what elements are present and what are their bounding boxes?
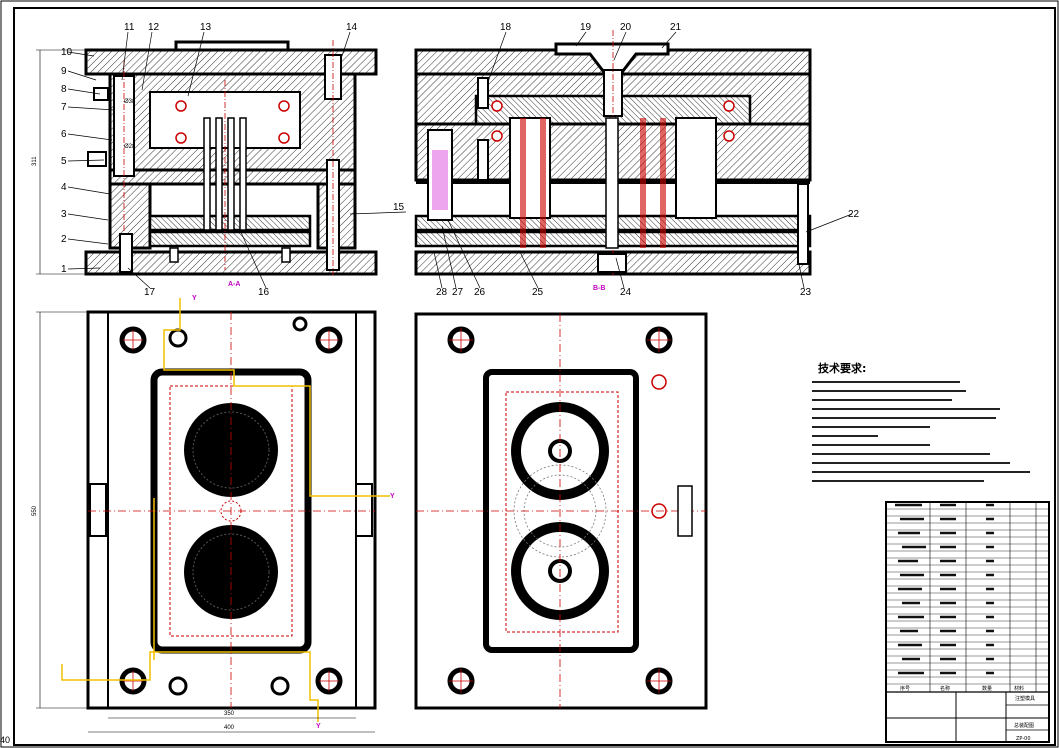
tb-drawing-sub: 总装配图 [1014,722,1034,729]
part-label-8: 8 [61,84,67,95]
part-label-18: 18 [500,22,512,33]
part-label-1: 1 [61,264,67,275]
part-label-4: 4 [61,182,67,193]
section-mark-left: A-A [228,281,240,288]
part-label-23: 23 [800,287,812,298]
part-label-25: 25 [532,287,544,298]
part-label-5: 5 [61,156,67,167]
part-label-3: 3 [61,209,67,220]
part-label-16: 16 [258,287,270,298]
dim-height-left: 311 [32,156,38,166]
part-label-26: 26 [474,287,486,298]
tb-header-qty: 数量 [982,685,992,692]
tb-header-material: 材料 [1014,685,1024,692]
tb-drawing-title: 注塑模具 [1015,695,1035,702]
part-label-20: 20 [620,22,632,33]
part-label-9: 9 [61,66,67,77]
left-section-view: Ø38 Ø28 [36,31,407,289]
part-label-11: 11 [124,22,135,33]
plan-marker-bottom: Y [316,723,321,730]
dim-width-inner: 350 [224,711,235,717]
inner-border [13,7,1056,746]
part-label-6: 6 [61,129,67,140]
part-label-10: 10 [61,47,73,58]
tb-header-index: 序号 [900,685,910,692]
part-label-17: 17 [144,287,156,298]
right-plan-view [414,312,708,710]
part-label-28: 28 [436,287,448,298]
part-label-19: 19 [580,22,592,33]
part-label-12: 12 [148,22,160,33]
part-label-7: 7 [61,102,67,113]
part-label-14: 14 [346,22,358,33]
part-label-22: 22 [848,209,860,220]
title-block: 序号 名称 数量 材料 注塑模具 总装配图 ZP-00 [885,501,1050,743]
right-section-view [414,30,853,289]
part-label-27: 27 [452,287,464,298]
dim-height-plan: 550 [32,505,38,516]
part-label-21: 21 [670,22,682,33]
plan-marker-top: Y [192,295,197,302]
tb-header-name: 名称 [940,685,950,692]
part-label-15: 15 [393,202,405,213]
part-number-labels: 1 2 3 4 5 6 7 8 9 10 11 12 13 14 15 16 1… [61,22,860,298]
corner-text: 40 [0,735,11,745]
technical-requirements: 技术要求: [812,361,1030,482]
tech-req-title: 技术要求: [818,361,866,375]
dim-width-outer: 400 [224,725,235,731]
dim-bore-1: Ø38 [124,99,136,105]
tb-drawing-no: ZP-00 [1016,736,1031,742]
part-label-2: 2 [61,234,67,245]
part-label-13: 13 [200,22,212,33]
dim-bore-2: Ø28 [124,144,136,150]
part-label-24: 24 [620,287,632,298]
left-plan-view [36,298,390,733]
plan-marker-right: Y [390,493,395,500]
section-mark-right: B-B [593,285,605,292]
